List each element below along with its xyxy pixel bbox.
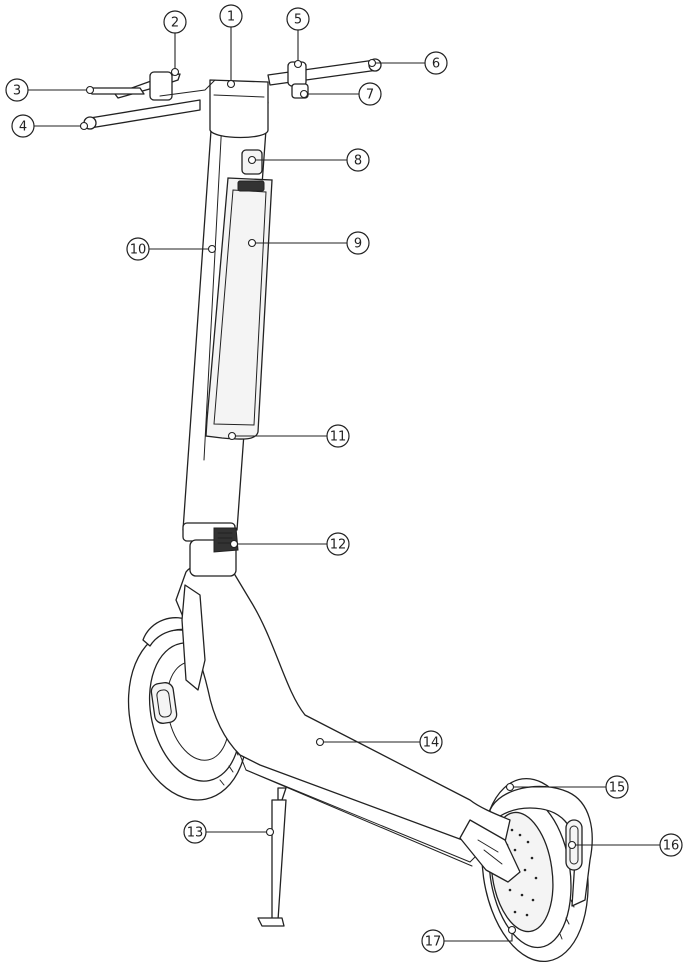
callout-label: 12 bbox=[330, 538, 347, 553]
callout-label: 7 bbox=[366, 88, 374, 103]
callout-8: 8 bbox=[249, 149, 370, 171]
callout-1: 1 bbox=[220, 5, 242, 88]
callout-label: 10 bbox=[130, 243, 147, 258]
callout-13: 13 bbox=[184, 821, 274, 843]
callout-5: 5 bbox=[287, 8, 309, 68]
callout-label: 14 bbox=[423, 736, 440, 751]
callout-label: 6 bbox=[432, 57, 440, 72]
callout-label: 3 bbox=[13, 84, 21, 99]
callout-label: 4 bbox=[19, 120, 27, 135]
callout-label: 8 bbox=[354, 154, 362, 169]
callout-12: 12 bbox=[231, 533, 350, 555]
callout-label: 15 bbox=[609, 781, 626, 796]
callout-label: 9 bbox=[354, 237, 362, 252]
callout-6: 6 bbox=[369, 52, 448, 74]
callout-label: 2 bbox=[171, 16, 179, 31]
folding-clamp bbox=[183, 523, 238, 576]
callout-7: 7 bbox=[301, 83, 382, 105]
deck bbox=[176, 563, 510, 848]
callout-label: 13 bbox=[187, 826, 204, 841]
kickstand bbox=[258, 788, 286, 926]
callout-2: 2 bbox=[164, 11, 186, 76]
callout-label: 5 bbox=[294, 13, 302, 28]
callout-label: 1 bbox=[227, 10, 235, 25]
callout-label: 11 bbox=[330, 430, 347, 445]
callout-4: 4 bbox=[12, 115, 88, 137]
callout-label: 17 bbox=[425, 935, 442, 950]
callout-3: 3 bbox=[6, 79, 94, 101]
stem-top bbox=[210, 80, 268, 138]
callout-label: 16 bbox=[663, 839, 680, 854]
